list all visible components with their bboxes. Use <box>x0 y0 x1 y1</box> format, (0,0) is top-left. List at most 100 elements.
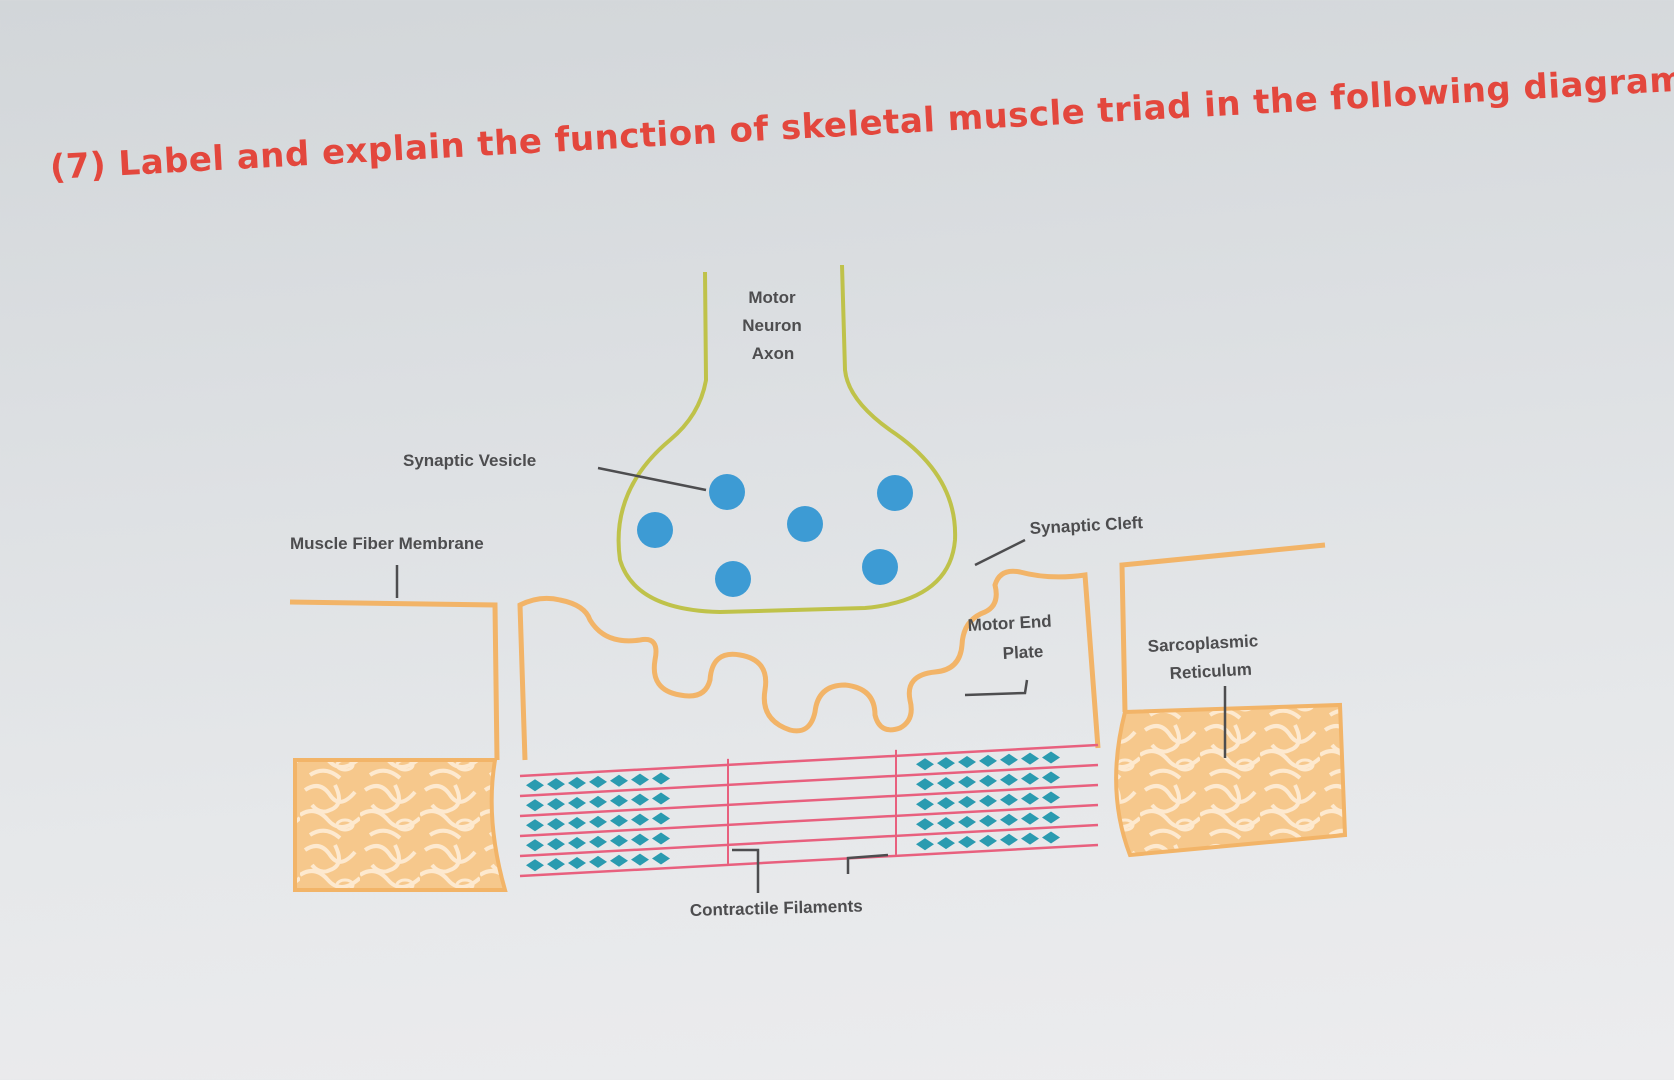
thick-filament-head <box>1000 793 1018 806</box>
thick-filament-head <box>547 818 565 831</box>
label-motor-neuron-axon-3: Axon <box>752 344 795 363</box>
synaptic-vesicle <box>637 512 673 548</box>
thick-filament-head <box>568 796 586 809</box>
thick-filament-head <box>568 856 586 869</box>
thick-filament-head <box>958 776 976 789</box>
label-muscle-fiber-membrane: Muscle Fiber Membrane <box>290 534 484 553</box>
thick-filament-head <box>1021 832 1039 845</box>
thin-filament <box>519 823 1099 858</box>
thick-filament-head <box>631 853 649 866</box>
thick-filament-head <box>652 772 670 785</box>
pointer-contractile-filaments-left <box>732 848 760 893</box>
thick-filament-head <box>631 813 649 826</box>
thick-filament-head <box>1021 812 1039 825</box>
thick-filament-head <box>979 754 997 767</box>
thick-filament-head <box>568 776 586 789</box>
thick-filament-head <box>916 818 934 831</box>
thick-filament-head <box>958 796 976 809</box>
pointer-contractile-filaments-right <box>846 853 889 874</box>
thick-filament-head <box>916 758 934 771</box>
thick-filament-head <box>568 836 586 849</box>
thick-filament-head <box>937 757 955 770</box>
thick-filament-head <box>1042 751 1060 764</box>
thin-filament <box>519 763 1099 798</box>
thick-filament-head <box>610 774 628 787</box>
thick-filament-head <box>526 859 544 872</box>
thick-filament-head <box>568 816 586 829</box>
thick-filament-head <box>652 792 670 805</box>
pointer-synaptic-vesicle <box>597 466 707 492</box>
thick-filament-head <box>1021 792 1039 805</box>
pointer-synaptic-cleft <box>974 538 1026 567</box>
thick-filament-head <box>589 835 607 848</box>
sarcoplasmic-reticulum-right <box>1114 702 1348 858</box>
label-motor-end-plate-1: Motor End <box>967 612 1052 635</box>
thin-filament <box>519 803 1099 838</box>
thick-filament-head <box>652 852 670 865</box>
thick-filament-head <box>589 795 607 808</box>
thick-filament-head <box>937 837 955 850</box>
thick-filament-head <box>1042 771 1060 784</box>
sarcoplasmic-reticulum-left <box>293 758 508 892</box>
thick-filament-head <box>547 778 565 791</box>
thick-filament-head <box>1000 833 1018 846</box>
thick-filament-head <box>1042 791 1060 804</box>
thick-filament-head <box>652 832 670 845</box>
label-sarcoplasmic-reticulum-1: Sarcoplasmic <box>1147 631 1258 656</box>
thick-filament-head <box>1000 773 1018 786</box>
thick-filament-head <box>1000 753 1018 766</box>
synaptic-vesicle <box>862 549 898 585</box>
thick-filament-head <box>610 794 628 807</box>
label-motor-neuron-axon-1: Motor <box>748 288 796 307</box>
thick-filament-head <box>631 833 649 846</box>
thick-filament-head <box>547 838 565 851</box>
thin-filament <box>519 843 1099 878</box>
thick-filament-head <box>958 756 976 769</box>
thick-filament-head <box>937 797 955 810</box>
thick-filament-head <box>610 814 628 827</box>
thick-filament-head <box>1042 811 1060 824</box>
thick-filament-head <box>1021 772 1039 785</box>
thick-filament-head <box>979 814 997 827</box>
thick-filament-head <box>589 775 607 788</box>
thick-filament-head <box>547 858 565 871</box>
thick-filament-head <box>916 798 934 811</box>
motor-neuron-axon <box>616 264 958 615</box>
thick-filament-head <box>589 855 607 868</box>
pointer-motor-end-plate <box>964 679 1029 697</box>
synaptic-vesicle <box>715 561 751 597</box>
thick-filament-head <box>979 774 997 787</box>
thick-filament-head <box>916 838 934 851</box>
thick-filament-head <box>979 794 997 807</box>
contractile-filaments <box>519 743 1099 878</box>
muscle-fiber-membrane <box>289 599 500 761</box>
label-motor-neuron-axon-2: Neuron <box>742 316 802 335</box>
thick-filament-head <box>631 773 649 786</box>
thick-filament-head <box>526 839 544 852</box>
synaptic-vesicle <box>709 474 745 510</box>
label-synaptic-cleft: Synaptic Cleft <box>1029 513 1144 538</box>
thick-filament-head <box>589 815 607 828</box>
thick-filament-head <box>610 854 628 867</box>
synaptic-vesicles <box>637 474 913 597</box>
thick-filament-head <box>610 834 628 847</box>
thick-filament-head <box>652 812 670 825</box>
thick-filament-head <box>937 777 955 790</box>
synaptic-vesicle <box>877 475 913 511</box>
thick-filament-head <box>1021 752 1039 765</box>
thick-filament-head <box>526 799 544 812</box>
thin-filament <box>519 783 1099 818</box>
thick-filament-head <box>631 793 649 806</box>
label-motor-end-plate-2: Plate <box>1002 642 1044 663</box>
thick-filament-head <box>979 834 997 847</box>
thick-filament-head <box>937 817 955 830</box>
motor-end-plate <box>517 568 1101 761</box>
thick-filament-head <box>526 779 544 792</box>
muscle-fiber-membrane-right <box>1119 542 1326 713</box>
thick-filament-head <box>958 836 976 849</box>
thick-filament-head <box>1042 831 1060 844</box>
label-sarcoplasmic-reticulum-2: Reticulum <box>1169 660 1252 683</box>
label-synaptic-vesicle: Synaptic Vesicle <box>403 451 536 470</box>
thick-filament-head <box>526 819 544 832</box>
